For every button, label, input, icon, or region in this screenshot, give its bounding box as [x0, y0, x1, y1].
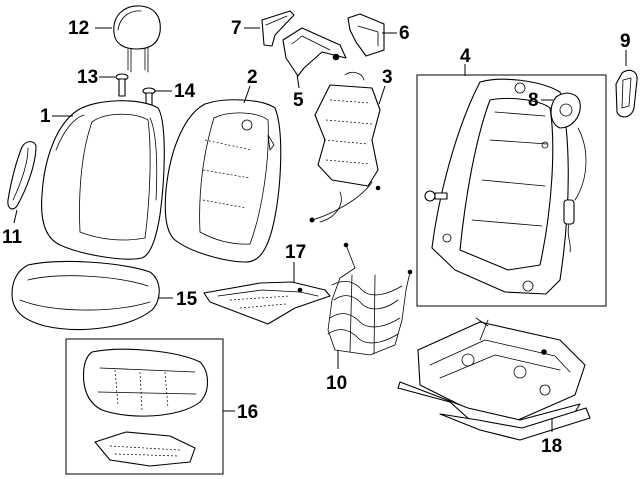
guide-part-13[interactable]	[115, 73, 129, 97]
seat-back-frame-part-4[interactable]	[431, 78, 569, 295]
callout-15: 15	[176, 289, 198, 310]
part-16-box	[65, 338, 224, 475]
callout-11: 11	[2, 227, 23, 248]
callout-6: 6	[399, 23, 410, 44]
callout-10: 10	[326, 373, 347, 394]
callout-4: 4	[460, 46, 471, 67]
part-4-frame-box	[416, 74, 607, 307]
cover-part-6[interactable]	[347, 13, 385, 57]
callout-1: 1	[40, 106, 51, 127]
leader-lines	[13, 27, 627, 432]
side-trim-part-11[interactable]	[7, 141, 37, 210]
recliner-handle-part-8[interactable]	[550, 92, 587, 253]
callout-17: 17	[285, 242, 306, 263]
callout-9: 9	[620, 31, 631, 52]
cushion-pad-part-16[interactable]	[82, 348, 209, 467]
callout-12: 12	[68, 18, 89, 39]
callout-16: 16	[237, 402, 258, 423]
callout-14: 14	[174, 81, 196, 102]
callout-18: 18	[541, 436, 562, 457]
bracket-plate-part-17[interactable]	[203, 281, 331, 325]
callout-2: 2	[247, 67, 258, 88]
seat-back-pad-part-2[interactable]	[164, 99, 282, 263]
back-panel-part-3[interactable]	[309, 71, 381, 223]
callout-8: 8	[528, 90, 539, 111]
headrest-part-12[interactable]	[113, 5, 161, 73]
seat-back-cover-part-1[interactable]	[41, 100, 165, 260]
bolt-in-frame[interactable]	[424, 190, 448, 202]
trim-panel-part-5[interactable]	[282, 27, 347, 77]
callout-5: 5	[293, 90, 304, 111]
callout-7: 7	[231, 18, 242, 39]
callout-labels: 12 13 14 1 2 3 4 5 6 7 8 9 10 11 15 16 1…	[2, 18, 631, 457]
seat-cushion-cover-part-15[interactable]	[11, 260, 160, 331]
callout-13: 13	[77, 67, 98, 88]
seat-track-part-18[interactable]	[397, 317, 591, 441]
seat-spring-part-10[interactable]	[327, 242, 413, 356]
escutcheon-part-9[interactable]	[615, 69, 638, 118]
bracket-part-7[interactable]	[261, 10, 295, 47]
callout-3: 3	[382, 67, 393, 88]
